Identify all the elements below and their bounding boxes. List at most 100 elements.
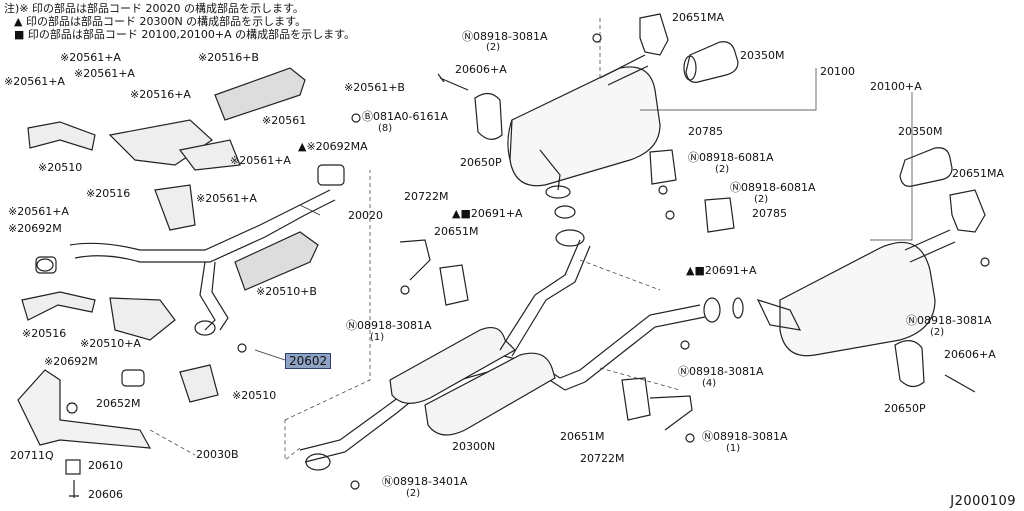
part-label[interactable]: 20711Q [10, 449, 54, 462]
bolt-20606a-upper [437, 73, 469, 91]
crossmember-20711q [17, 369, 152, 449]
center-pipe-20300n [299, 229, 721, 471]
gasket-20692m-left [35, 256, 57, 274]
front-pipe-cluster [21, 67, 319, 403]
insulator-20610 [65, 459, 81, 475]
part-label[interactable]: Ⓝ08918-6081A [688, 151, 774, 164]
tail-pipe-20350m [683, 41, 739, 83]
part-label[interactable]: ※20561+A [8, 205, 69, 218]
part-label[interactable]: ※20561+B [344, 81, 405, 94]
bracket-20722m-upper [399, 239, 431, 281]
leader-lines [149, 18, 913, 461]
part-label[interactable]: Ⓝ08918-3401A [382, 475, 468, 488]
mount-20785-upper [649, 149, 677, 185]
gasket-20691a-upper [554, 205, 576, 219]
part-label[interactable]: 20606 [88, 488, 123, 501]
part-label[interactable]: ※20561+A [4, 75, 65, 88]
part-label[interactable]: 20100 [820, 65, 855, 78]
note-line: ▲ 印の部品は部品コード 20300N の構成部品を示します。 [14, 15, 307, 28]
part-label[interactable]: ※20510+B [256, 285, 317, 298]
rear-muffler-20100a [756, 229, 956, 357]
part-label[interactable]: ▲■20691+A [452, 207, 523, 220]
part-qty: (1) [726, 443, 741, 454]
bracket-20722m-lower [649, 395, 693, 431]
part-label[interactable]: 20650P [884, 402, 926, 415]
mount-20651m-upper [439, 264, 469, 306]
part-label[interactable]: 20020 [348, 209, 383, 222]
part-qty: (4) [702, 378, 717, 389]
part-qty: (2) [715, 164, 730, 175]
part-label[interactable]: ※20510 [232, 389, 277, 402]
part-label[interactable]: 20606+A [944, 348, 996, 361]
bracket-20651ma-right [949, 189, 986, 233]
part-label[interactable]: ▲※20692MA [298, 140, 368, 153]
part-label[interactable]: 20300N [452, 440, 496, 453]
part-label[interactable]: 20651M [560, 430, 605, 443]
tail-pipe-20350m-right [899, 147, 953, 187]
part-label[interactable]: 20030B [196, 448, 239, 461]
legend-notes: 注)※ 印の部品は部品コード 20020 の構成部品を示します。 ▲ 印の部品は… [4, 2, 355, 41]
mount-20785-lower [704, 197, 735, 233]
part-label[interactable]: ※20692M [8, 222, 62, 235]
part-label[interactable]: ※20561 [262, 114, 307, 127]
part-label[interactable]: 20651M [434, 225, 479, 238]
note-line: 注)※ 印の部品は部品コード 20020 の構成部品を示します。 [4, 2, 304, 15]
part-label[interactable]: 20722M [580, 452, 625, 465]
bolt-20606a-right [944, 374, 976, 393]
part-qty: (1) [370, 332, 385, 343]
bolt-20606 [69, 480, 79, 498]
part-label[interactable]: ※20516 [22, 327, 67, 340]
part-label[interactable]: 20100+A [870, 80, 922, 93]
part-label[interactable]: ※20510 [38, 161, 83, 174]
gasket-20692m-lower [121, 369, 145, 387]
part-label[interactable]: Ⓝ08918-3081A [702, 430, 788, 443]
gasket-20691a-right [732, 297, 744, 319]
part-label[interactable]: 20650P [460, 156, 502, 169]
gasket-20692ma [317, 164, 345, 186]
part-label[interactable]: 20350M [740, 49, 785, 62]
part-qty: (2) [406, 488, 421, 499]
part-label[interactable]: Ⓝ08918-3081A [906, 314, 992, 327]
diagram-id: J2000109 [950, 494, 1016, 509]
bushing-20652m [66, 402, 78, 414]
part-label[interactable]: Ⓝ08918-3081A [346, 319, 432, 332]
part-qty: (8) [378, 123, 393, 134]
part-label[interactable]: 20651MA [672, 11, 725, 24]
part-label[interactable]: ※20561+A [230, 154, 291, 167]
front-tube-20020 [36, 189, 336, 336]
part-qty: (2) [930, 327, 945, 338]
part-label[interactable]: 20785 [752, 207, 787, 220]
part-label[interactable]: ※20561+A [60, 51, 121, 64]
mount-20651m-lower [621, 377, 651, 421]
part-label[interactable]: 20785 [688, 125, 723, 138]
rear-muffler-20100 [507, 54, 661, 199]
part-label[interactable]: ※20516+A [130, 88, 191, 101]
part-label[interactable]: ※20516+B [198, 51, 259, 64]
part-label[interactable]: Ⓝ08918-3081A [678, 365, 764, 378]
rubber-mount-20650p-right [894, 340, 925, 388]
part-label[interactable]: Ⓝ08918-6081A [730, 181, 816, 194]
part-label[interactable]: ※20561+A [74, 67, 135, 80]
part-label[interactable]: 20722M [404, 190, 449, 203]
part-label[interactable]: ※20692M [44, 355, 98, 368]
part-label[interactable]: ※20510+A [80, 337, 141, 350]
part-label[interactable]: 20606+A [455, 63, 507, 76]
part-label-highlighted[interactable]: 20602 [285, 353, 332, 369]
rubber-mount-20650p-upper [474, 92, 503, 140]
bracket-20651ma-upper [639, 13, 669, 56]
part-label[interactable]: ※20561+A [196, 192, 257, 205]
part-label[interactable]: 20652M [96, 397, 141, 410]
part-label[interactable]: 20651MA [952, 167, 1005, 180]
note-line: ■ 印の部品は部品コード 20100,20100+A の構成部品を示します。 [14, 28, 356, 41]
part-label[interactable]: 20350M [898, 125, 943, 138]
part-label[interactable]: 20610 [88, 459, 123, 472]
part-qty: (2) [754, 194, 769, 205]
part-label[interactable]: Ⓝ08918-3081A [462, 30, 548, 43]
part-label[interactable]: ▲■20691+A [686, 264, 757, 277]
nuts [237, 33, 990, 490]
part-qty: (2) [486, 42, 501, 53]
part-label[interactable]: Ⓑ081A0-6161A [362, 110, 449, 123]
part-label[interactable]: ※20516 [86, 187, 131, 200]
